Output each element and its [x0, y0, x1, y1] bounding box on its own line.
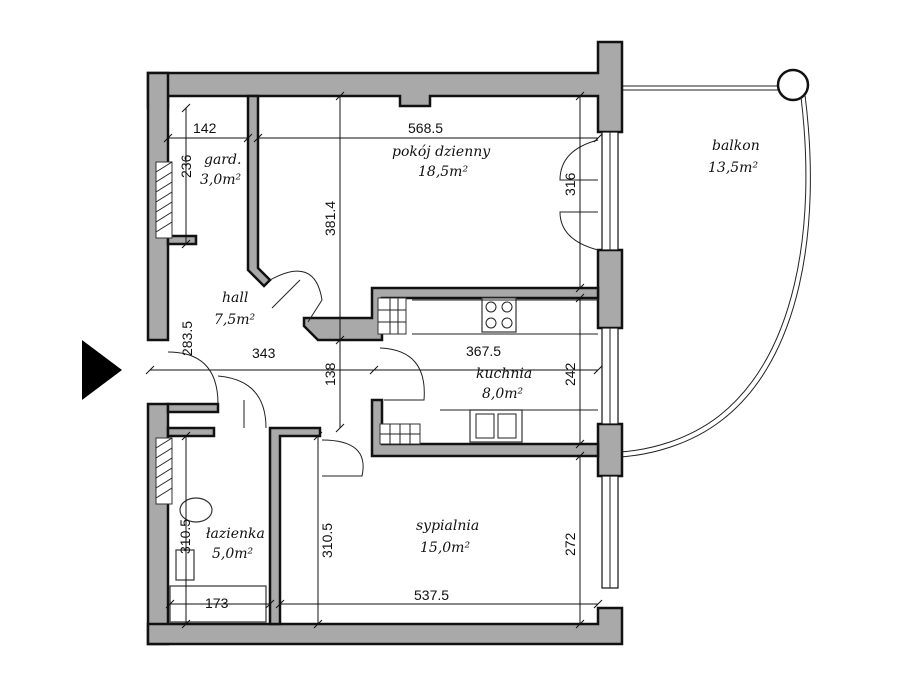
room-area-garderoba: 3,0m² [200, 172, 242, 188]
room-label-hall: hall [222, 290, 248, 306]
dim-hall-depth: 283.5 [179, 321, 195, 356]
room-label-balkon: balkon [712, 138, 760, 154]
dim-garderoba-depth: 236 [178, 154, 194, 178]
dim-lazienka-width: 173 [205, 595, 229, 611]
room-label-sypialnia: sypialnia [416, 518, 479, 534]
entrance-arrow-icon [82, 340, 122, 400]
room-label-pokoj: pokój dzienny [392, 144, 491, 160]
balcony-outline [619, 68, 811, 458]
dim-kuchnia-depth: 242 [562, 362, 578, 386]
room-area-kuchnia: 8,0m² [482, 386, 524, 402]
windows [601, 131, 619, 589]
dim-sypialnia-width: 537.5 [414, 587, 449, 603]
dim-corridor: 138 [322, 362, 338, 386]
room-label-garderoba: gard. [204, 152, 241, 168]
room-area-sypialnia: 15,0m² [420, 540, 470, 556]
dim-sypialnia-depth-right: 272 [562, 532, 578, 556]
fixtures [155, 161, 598, 623]
room-label-lazienka: łazienka [206, 526, 265, 542]
dim-hall-width: 343 [252, 345, 276, 361]
exterior-walls [146, 40, 624, 646]
dim-lazienka-depth: 310.5 [177, 519, 193, 554]
room-area-hall: 7,5m² [214, 312, 256, 328]
room-area-lazienka: 5,0m² [212, 546, 254, 562]
dim-garderoba-width: 142 [193, 120, 217, 136]
dimension-lines [145, 91, 603, 629]
dim-sypialnia-depth-left: 310.5 [319, 523, 335, 558]
dim-kuchnia-width: 367.5 [466, 343, 501, 359]
dim-pokoj-depth: 381.4 [322, 201, 338, 236]
dim-pokoj-width: 568.5 [408, 120, 443, 136]
dim-pokoj-window: 316 [562, 172, 578, 196]
room-area-pokoj: 18,5m² [418, 164, 468, 180]
room-label-kuchnia: kuchnia [476, 366, 532, 382]
doors [167, 139, 599, 477]
room-area-balkon: 13,5m² [708, 160, 758, 176]
